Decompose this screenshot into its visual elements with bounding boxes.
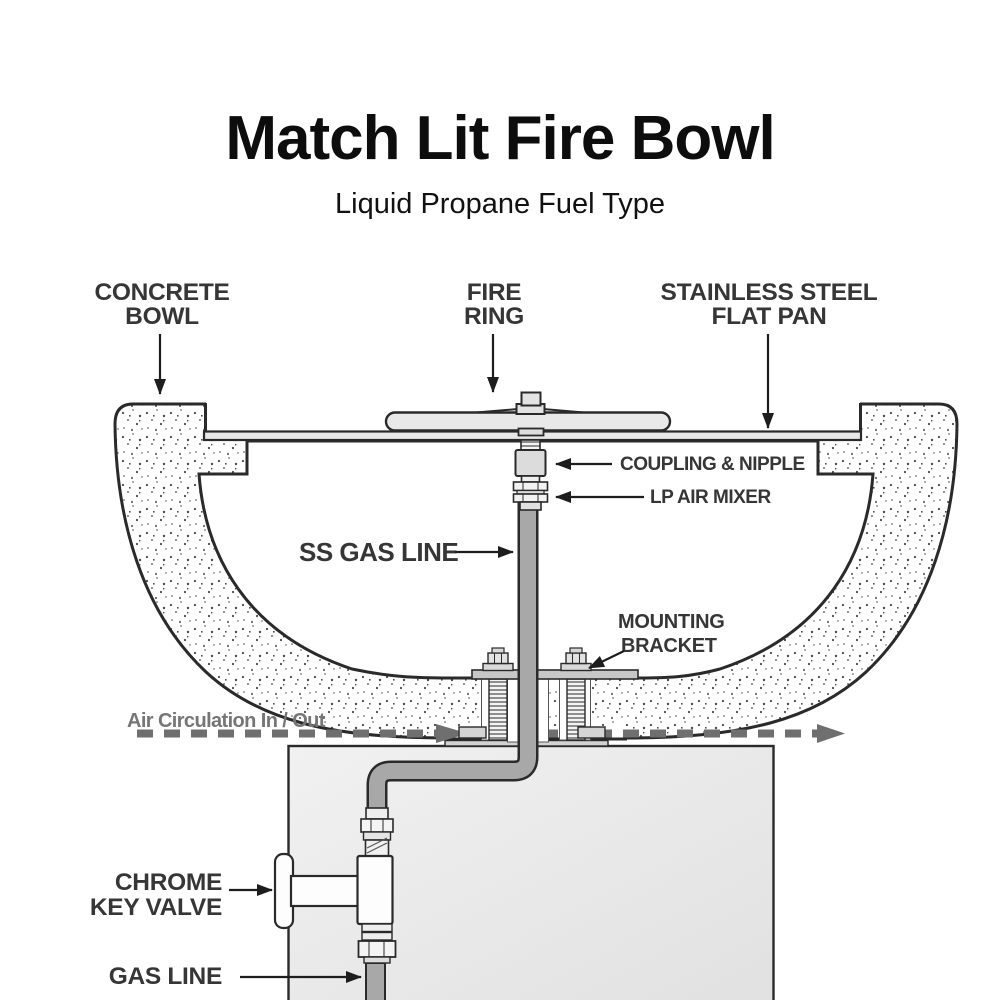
ring-flange-nut [517,427,545,437]
ss-gas-line-pipe [366,502,539,814]
lp-air-mixer-label: LP AIR MIXER [650,487,771,508]
valve-bottom-collar [363,956,391,964]
coupling-body [514,449,547,477]
mixer-hex-top [512,481,549,492]
coupling-mixer-stack [512,439,549,511]
thread-hatch-line [366,837,388,849]
page-subtitle: Liquid Propane Fuel Type [335,188,665,220]
mixer-collar [519,501,542,511]
concrete-bowl-label-line2: BOWL [125,303,199,330]
mixer-hex-bottom [512,493,549,503]
valve-bottom-washer-2 [361,931,393,941]
lower-gas-line [365,962,386,1000]
gas-line-label: GAS LINE [109,963,222,990]
fire-ring-label-line2: RING [464,303,524,330]
callouts: CONCRETE BOWL FIRE RING STAINLESS STEEL … [90,279,878,990]
bracket-plate [471,669,639,680]
thread-hatch-line [366,842,388,854]
bolt-washer-right [560,662,592,672]
valve-bottom-washer-1 [361,923,393,933]
bolt-cap-right [569,647,583,654]
threaded-nipple [520,439,541,451]
chrome-key-valve-label-line1: CHROME [115,869,222,896]
valve-stem-pipe [289,874,361,908]
gas-line-fill [369,502,536,814]
coupling-nipple-label: COUPLING & NIPPLE [620,454,805,475]
valve-top-collar [365,807,389,820]
concrete-bowl-label-line1: CONCRETE [94,279,229,306]
valve-body [356,854,394,926]
key-valve-assembly [273,807,397,1000]
ss-gas-line-label: SS GAS LINE [299,537,458,567]
air-flow-arrowhead-right [817,724,845,743]
fire-ring-assembly [384,391,672,437]
ring-hub-cap [520,391,542,407]
mounting-bracket-label-line2: BRACKET [621,635,717,657]
bolt-nut-left [487,652,509,665]
spacer-block-left [458,726,487,739]
bolt-nut-right [565,652,587,665]
threaded-rod-left [488,678,508,741]
valve-top-hex [360,818,394,833]
fire-ring-label-line1: FIRE [467,279,522,306]
mounting-bracket-assembly [458,647,639,743]
bolt-cap-left [491,647,505,654]
valve-bottom-hex [357,940,397,958]
page-title: Match Lit Fire Bowl [225,104,774,173]
mounting-bracket-arrow [588,650,625,669]
air-circulation-flow [137,724,845,743]
air-circulation-label: Air Circulation In / Out [127,710,326,732]
flat-pan-label-line1: STAINLESS STEEL [661,279,878,306]
chrome-key-valve-label-line2: KEY VALVE [90,894,222,921]
flat-pan-label-line2: FLAT PAN [711,303,826,330]
mounting-bracket-label-line1: MOUNTING [618,611,724,633]
coupling-neck [520,475,541,483]
spacer-block-right [577,726,606,739]
air-flow-arrowhead-left [436,724,468,743]
bolt-washer-left [482,662,514,672]
